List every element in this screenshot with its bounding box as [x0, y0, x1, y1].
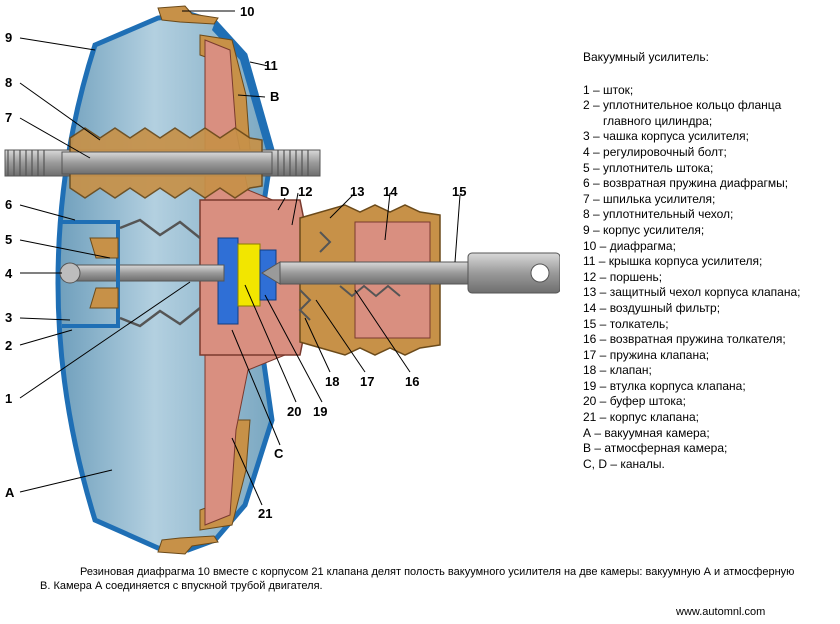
callout-D: D: [280, 184, 289, 199]
callout-21: 21: [258, 506, 272, 521]
legend-item: 3 – чашка корпуса усилителя;: [583, 129, 749, 144]
legend-item: 17 – пружина клапана;: [583, 347, 710, 362]
callout-8: 8: [5, 75, 12, 90]
diaphragm-flange-top: [157, 5, 219, 25]
legend-item: 4 – регулировочный болт;: [583, 144, 727, 159]
legend-item: 21 – корпус клапана;: [583, 410, 699, 425]
callout-14: 14: [383, 184, 398, 199]
pusher-rod: [279, 261, 471, 285]
callout-16: 16: [405, 374, 419, 389]
callout-18: 18: [325, 374, 339, 389]
callout-7: 7: [5, 110, 12, 125]
callout-12: 12: [298, 184, 312, 199]
legend-item: главного цилиндра;: [603, 113, 713, 128]
legend-item: В – атмосферная камера;: [583, 441, 728, 456]
legend-item: 8 – уплотнительный чехол;: [583, 207, 734, 222]
callout-6: 6: [5, 197, 12, 212]
legend-title: Вакуумный усилитель:: [583, 50, 709, 64]
callout-10: 10: [240, 4, 254, 19]
stud-rod-overlay: [61, 151, 273, 175]
piston-yellow: [237, 243, 261, 307]
pusher-clevis: [467, 252, 560, 294]
callout-9: 9: [5, 30, 12, 45]
callout-1: 1: [5, 391, 12, 406]
callout-A: А: [5, 485, 15, 500]
callout-20: 20: [287, 404, 301, 419]
housing-cover: [212, 22, 272, 150]
adjust-bolt-head: [59, 262, 81, 284]
callout-5: 5: [5, 232, 12, 247]
callout-3: 3: [5, 310, 12, 325]
stud-thread-left: [7, 150, 45, 176]
legend-item: 5 – уплотнитель штока;: [583, 160, 714, 175]
callout-11: 11: [264, 58, 278, 73]
legend-item: 18 – клапан;: [583, 363, 652, 378]
pusher-tip: [261, 261, 281, 285]
callout-2: 2: [5, 338, 12, 353]
valve-spring: [298, 231, 332, 321]
legend-item: 13 – защитный чехол корпуса клапана;: [583, 285, 801, 300]
legend-item: А – вакуумная камера;: [583, 425, 710, 440]
callout-19: 19: [313, 404, 327, 419]
main-rod: [63, 264, 225, 282]
legend-item: 15 – толкатель;: [583, 316, 669, 331]
website-url: www.automnl.com: [676, 606, 766, 618]
legend-item: 11 – крышка корпуса усилителя;: [583, 254, 763, 269]
callout-17: 17: [360, 374, 374, 389]
legend: Вакуумный усилитель: 1 – шток; 2 – уплот…: [583, 50, 838, 472]
callout-13: 13: [350, 184, 364, 199]
legend-item: 9 – корпус усилителя;: [583, 222, 705, 237]
diaphragm-flange-bottom: [157, 535, 219, 555]
legend-item: 1 – шток;: [583, 82, 634, 97]
housing-cup: [62, 220, 120, 328]
legend-item: 6 – возвратная пружина диафрагмы;: [583, 176, 789, 191]
callout-B: В: [270, 89, 279, 104]
callout-C: С: [274, 446, 284, 461]
caption: Резиновая диафрагма 10 вместе с корпусом…: [40, 566, 795, 592]
legend-item: 19 – втулка корпуса клапана;: [583, 378, 746, 393]
legend-item: 12 – поршень;: [583, 269, 663, 284]
legend-item: 10 – диафрагма;: [583, 238, 676, 253]
legend-item: 14 – воздушный фильтр;: [583, 300, 721, 315]
vacuum-booster-diagram: 10 9 11 В 8 7 D 12 13 14 15 6 5 4 3 2 1 …: [4, 4, 560, 555]
legend-item: 20 – буфер штока;: [583, 394, 686, 409]
diaphragm-return-spring: [119, 218, 201, 328]
callout-4: 4: [5, 266, 13, 281]
leader-lines: [19, 10, 461, 506]
clevis-hole: [530, 263, 550, 283]
legend-item: 7 – шпилька усилителя;: [583, 191, 716, 206]
legend-item: 16 – возвратная пружина толкателя;: [583, 332, 786, 347]
stud-thread-right: [277, 150, 309, 176]
legend-item: С, D – каналы.: [583, 456, 665, 471]
pusher-return-spring: [339, 284, 401, 298]
legend-item: 2 – уплотнительное кольцо фланца: [583, 98, 782, 113]
callout-15: 15: [452, 184, 466, 199]
